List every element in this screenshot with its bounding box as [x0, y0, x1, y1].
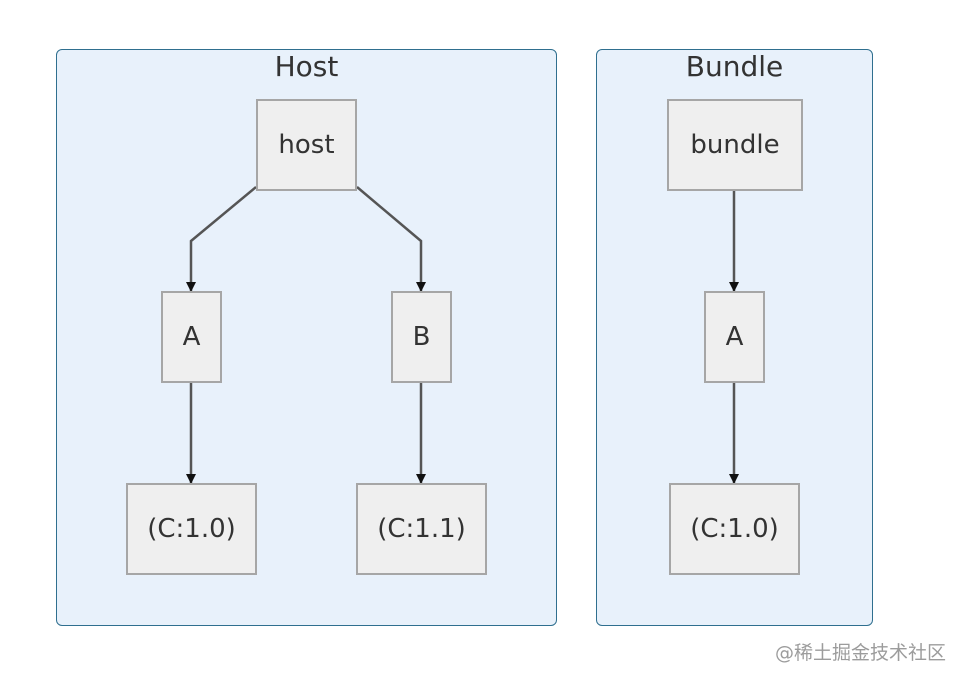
- node-host-b: B: [391, 291, 452, 383]
- node-bundle: bundle: [667, 99, 803, 191]
- node-host-c11: (C:1.1): [356, 483, 487, 575]
- edge-host-to-b: [356, 186, 426, 292]
- host-group-title: Host: [274, 50, 339, 83]
- edge-host-to-a: [186, 186, 257, 292]
- node-host: host: [256, 99, 357, 191]
- bundle-group-title: Bundle: [685, 50, 784, 83]
- node-bundle-a: A: [704, 291, 765, 383]
- node-bundle-c10: (C:1.0): [669, 483, 800, 575]
- node-host-a: A: [161, 291, 222, 383]
- node-host-c10: (C:1.0): [126, 483, 257, 575]
- watermark: @稀土掘金技术社区: [774, 642, 946, 664]
